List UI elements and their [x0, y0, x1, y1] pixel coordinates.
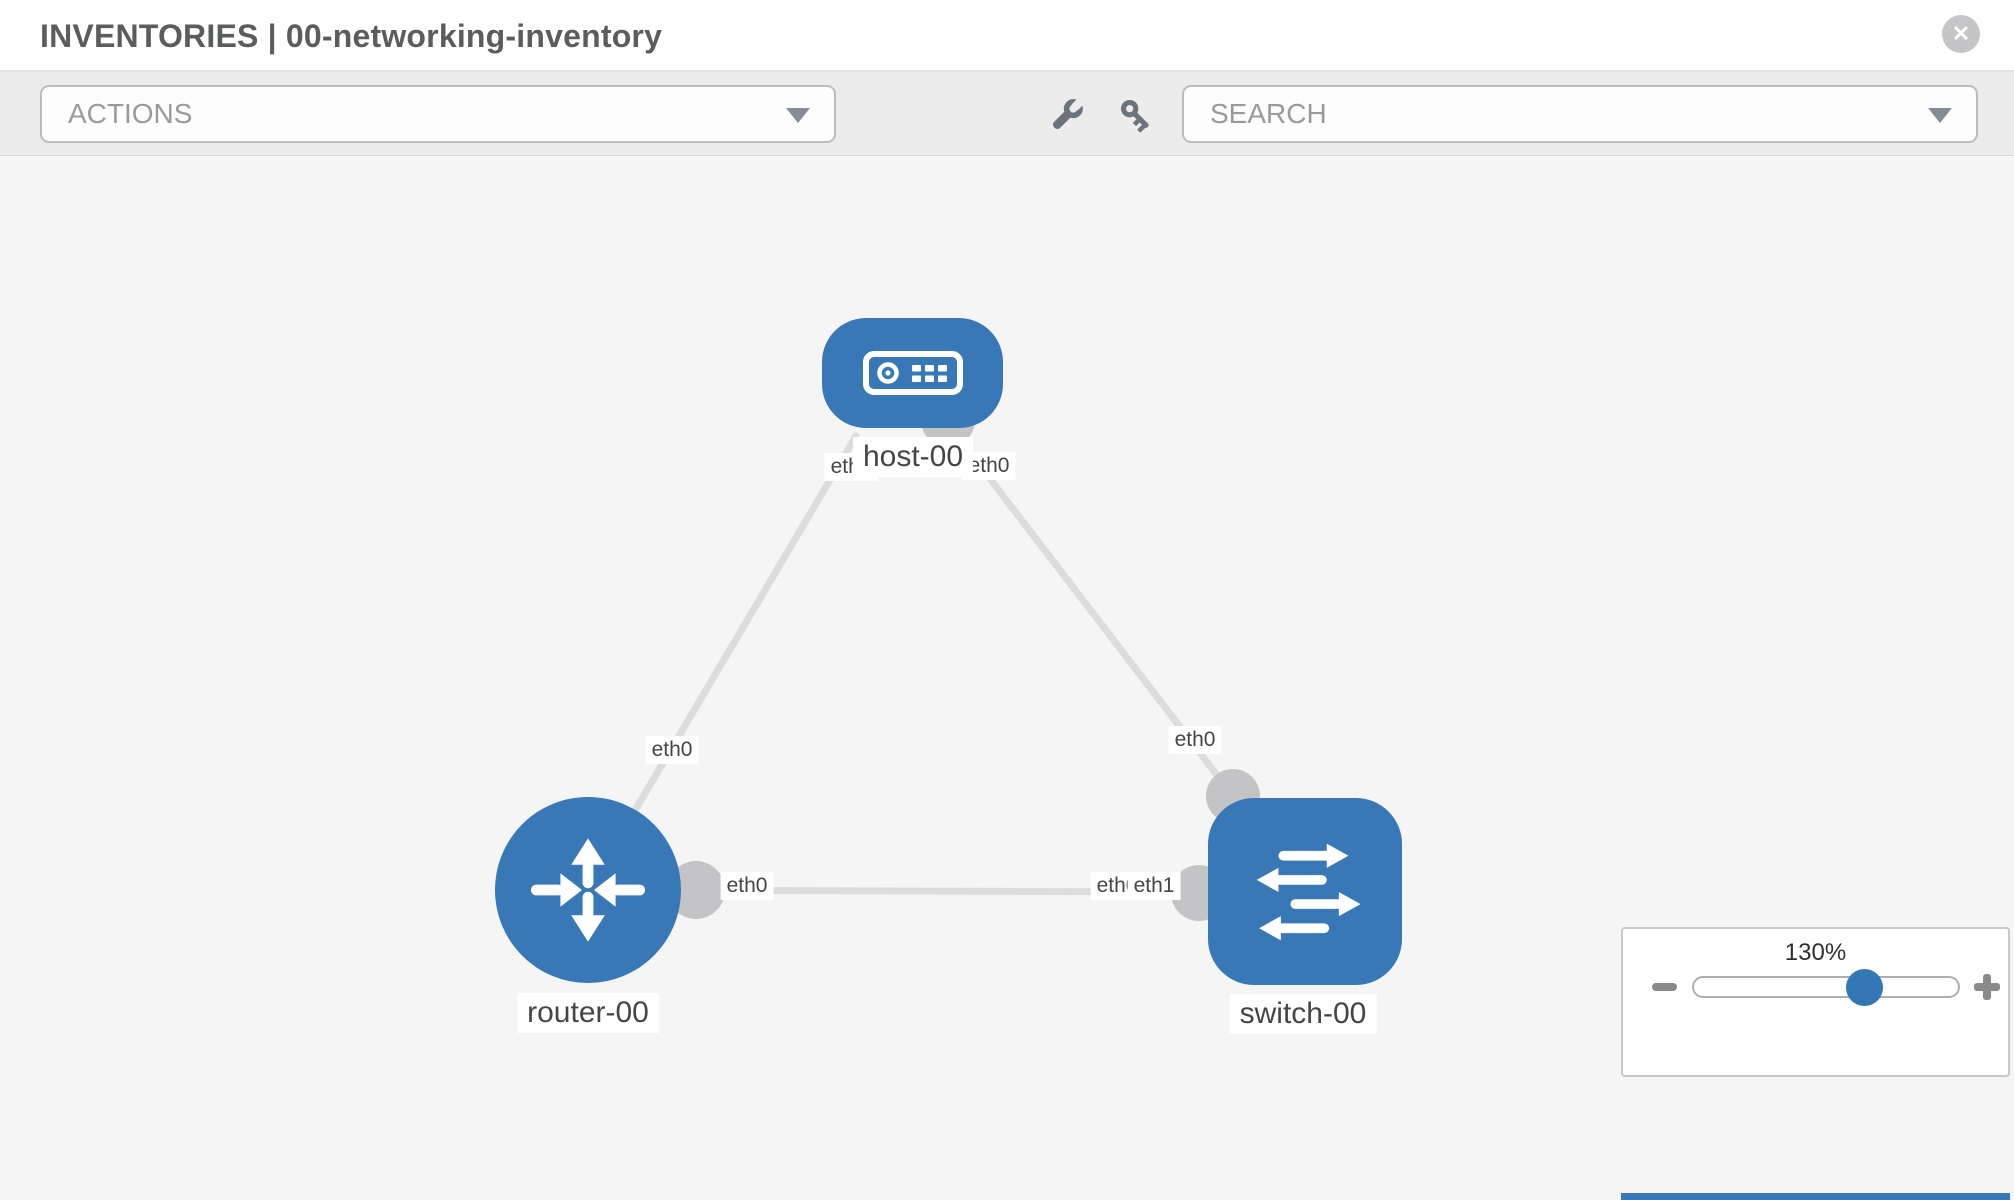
interface-label: eth0 [645, 736, 699, 764]
node-label-host: host-00 [852, 437, 974, 477]
bottom-panel-edge [1621, 1193, 2010, 1200]
zoom-in-plus-icon[interactable] [1974, 974, 2000, 1000]
node-host-00[interactable] [822, 318, 1003, 428]
actions-dropdown-label: ACTIONS [68, 98, 193, 129]
header-bar: INVENTORIES | 00-networking-inventory ✕ [0, 0, 2014, 72]
node-switch-00[interactable] [1208, 798, 1402, 985]
interface-dot-router[interactable] [667, 861, 725, 919]
key-icon[interactable] [1117, 96, 1155, 134]
chevron-down-icon [1928, 108, 1952, 123]
zoom-control-panel: 130% [1621, 927, 2010, 1077]
zoom-slider-track[interactable] [1692, 976, 1960, 998]
zoom-slider-knob[interactable] [1846, 969, 1883, 1006]
node-router-00[interactable] [495, 797, 681, 983]
actions-dropdown[interactable]: ACTIONS [40, 85, 836, 143]
interface-label: eth0 [1168, 726, 1222, 754]
wrench-icon[interactable] [1048, 96, 1086, 134]
search-input[interactable]: SEARCH [1182, 85, 1978, 143]
close-icon[interactable]: ✕ [1942, 15, 1980, 53]
server-icon [862, 351, 963, 395]
plus-vertical-bar [1983, 974, 1991, 1000]
router-icon [531, 838, 645, 942]
node-label-router: router-00 [517, 993, 659, 1033]
zoom-level-value: 130% [1784, 939, 1847, 966]
node-label-switch: switch-00 [1229, 994, 1377, 1034]
interface-label: eth1 [1127, 872, 1181, 900]
switch-icon [1256, 843, 1361, 940]
zoom-out-minus-icon[interactable] [1652, 983, 1677, 991]
search-placeholder: SEARCH [1210, 98, 1327, 129]
close-glyph: ✕ [1951, 21, 1971, 46]
page-title: INVENTORIES | 00-networking-inventory [40, 18, 663, 54]
interface-label: eth0 [720, 872, 774, 900]
chevron-down-icon [786, 108, 810, 123]
toolbar: ACTIONS SEARCH [0, 72, 2014, 156]
